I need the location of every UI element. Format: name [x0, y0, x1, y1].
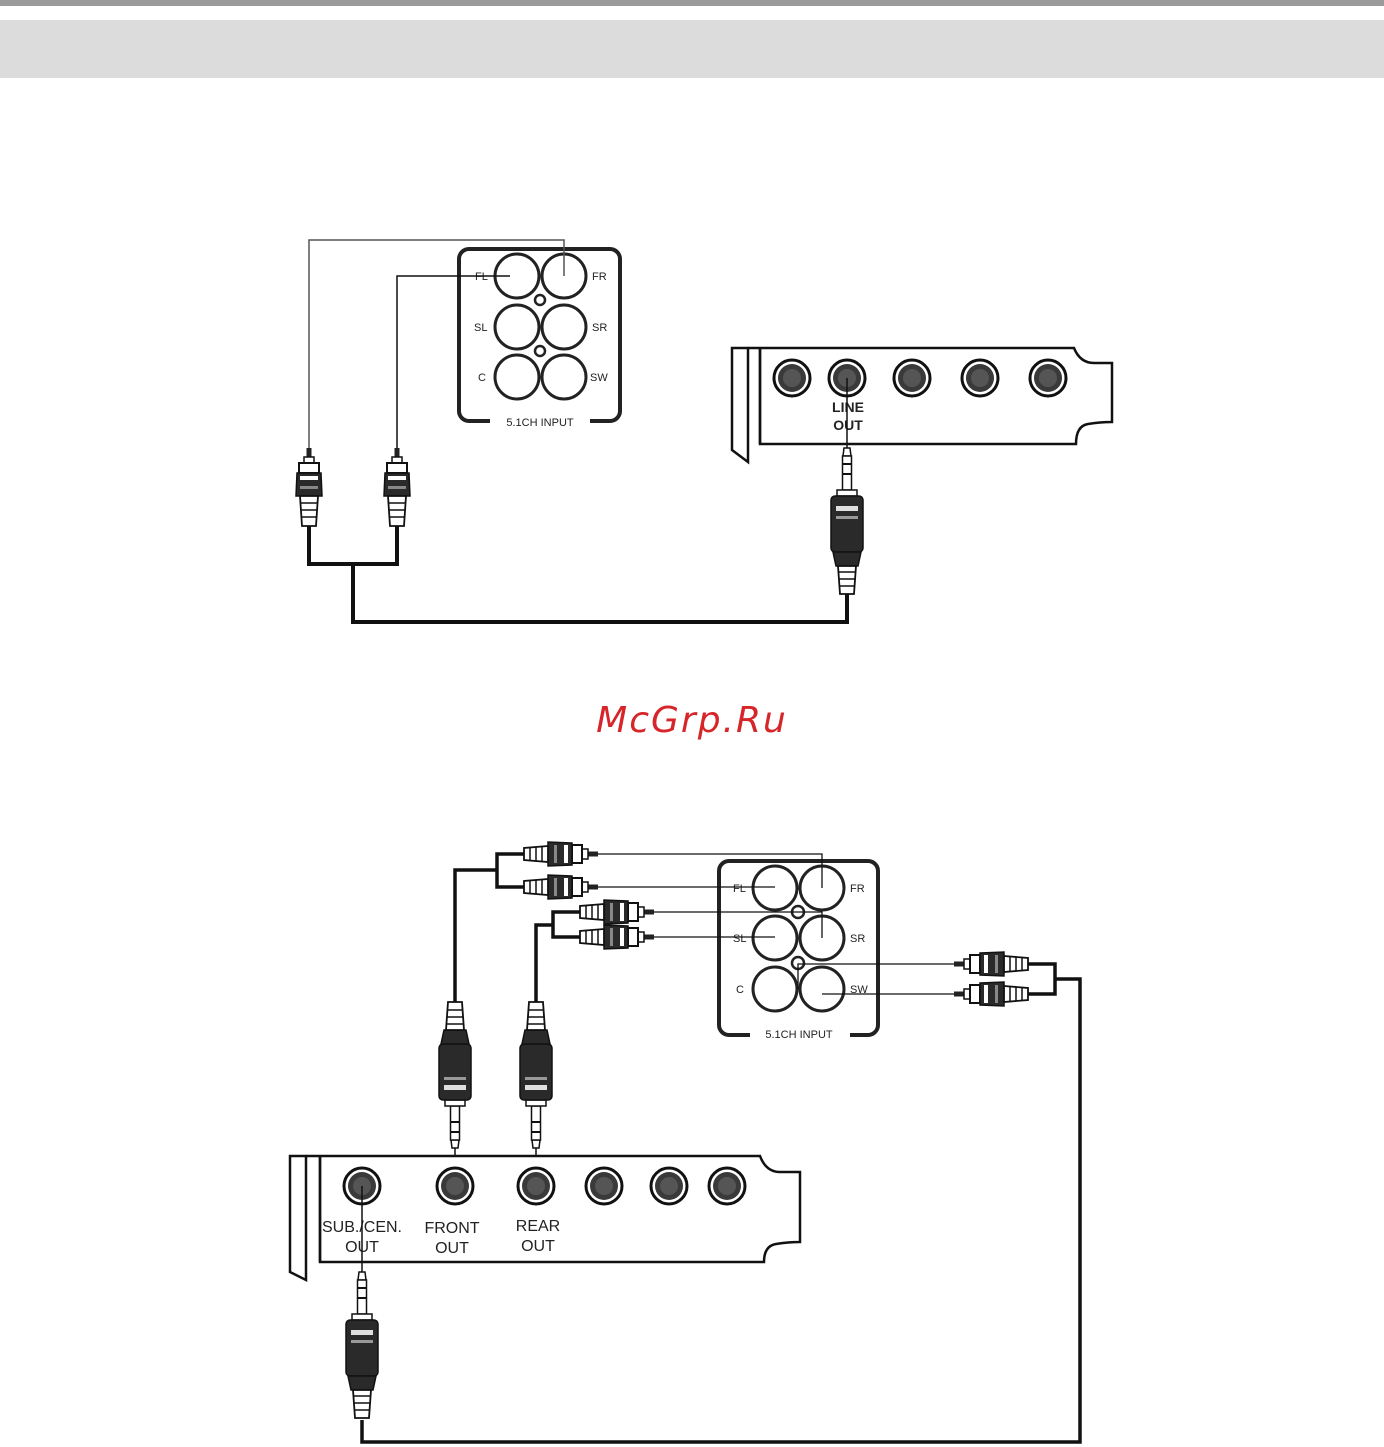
front-label-1: FRONT [424, 1220, 479, 1237]
label-fl-1: FL [475, 271, 488, 283]
jack-c-1 [495, 355, 539, 399]
speaker-input-panel-2: 5.1CH INPUT FL FR SL SR C SW [719, 861, 878, 1041]
label-fr-2: FR [850, 883, 865, 895]
rca-plug-c-2 [954, 952, 1028, 976]
jack-sl-2 [753, 916, 797, 960]
card-port-1d [962, 360, 998, 396]
label-sr-2: SR [850, 933, 865, 945]
panel-label-2: 5.1CH INPUT [765, 1029, 833, 1041]
front-out-port [437, 1168, 473, 1204]
label-c-1: C [478, 372, 486, 384]
rear-out-port [518, 1168, 554, 1204]
stereo-jack-1 [831, 448, 863, 594]
rca-plug-fr-1 [384, 448, 410, 526]
line-out-label-1: LINE [832, 399, 864, 415]
card-port-1c [894, 360, 930, 396]
label-sl-2: SL [733, 933, 746, 945]
watermark: McGrp.Ru [0, 700, 1384, 741]
label-c-2: C [736, 984, 744, 996]
diagram-2: 5.1CH INPUT FL FR SL SR C SW [290, 842, 1080, 1442]
label-sl-1: SL [474, 322, 487, 334]
rear-label-2: OUT [521, 1238, 555, 1255]
jack-fl-2 [753, 866, 797, 910]
rear-label-1: REAR [516, 1218, 560, 1235]
jack-sw-1 [542, 355, 586, 399]
line-out-label-2: OUT [833, 417, 863, 433]
diagram-1: 5.1CH INPUT FL FR SL SR C SW [296, 240, 1112, 622]
sound-card-1: LINE OUT [732, 348, 1112, 462]
card-port-1a [774, 360, 810, 396]
label-sw-1: SW [590, 372, 608, 384]
label-fr-1: FR [592, 271, 607, 283]
sub-cen-out-jack [346, 1272, 378, 1418]
sound-card-2: SUB./CEN. OUT FRONT OUT REAR OUT [290, 1156, 800, 1280]
rca-plug-fl-1 [296, 448, 322, 526]
rear-out-jack [520, 1002, 552, 1148]
jack-sw-2 [800, 967, 844, 1011]
rca-plug-sl-2 [580, 925, 654, 949]
front-out-jack [439, 1002, 471, 1148]
card-port-2d [586, 1168, 622, 1204]
label-sr-1: SR [592, 322, 607, 334]
jack-sr-1 [542, 305, 586, 349]
jack-c-2 [753, 967, 797, 1011]
card-port-2e [651, 1168, 687, 1204]
rca-plug-sr-2 [580, 900, 654, 924]
panel-label-1: 5.1CH INPUT [506, 417, 574, 429]
rca-plug-fr-2 [524, 842, 598, 866]
card-port-2f [709, 1168, 745, 1204]
label-fl-2: FL [733, 883, 746, 895]
rca-plug-sw-2 [954, 982, 1028, 1006]
card-port-1e [1030, 360, 1066, 396]
rca-plug-fl-2 [524, 875, 598, 899]
jack-sl-1 [495, 305, 539, 349]
front-label-2: OUT [435, 1240, 469, 1257]
